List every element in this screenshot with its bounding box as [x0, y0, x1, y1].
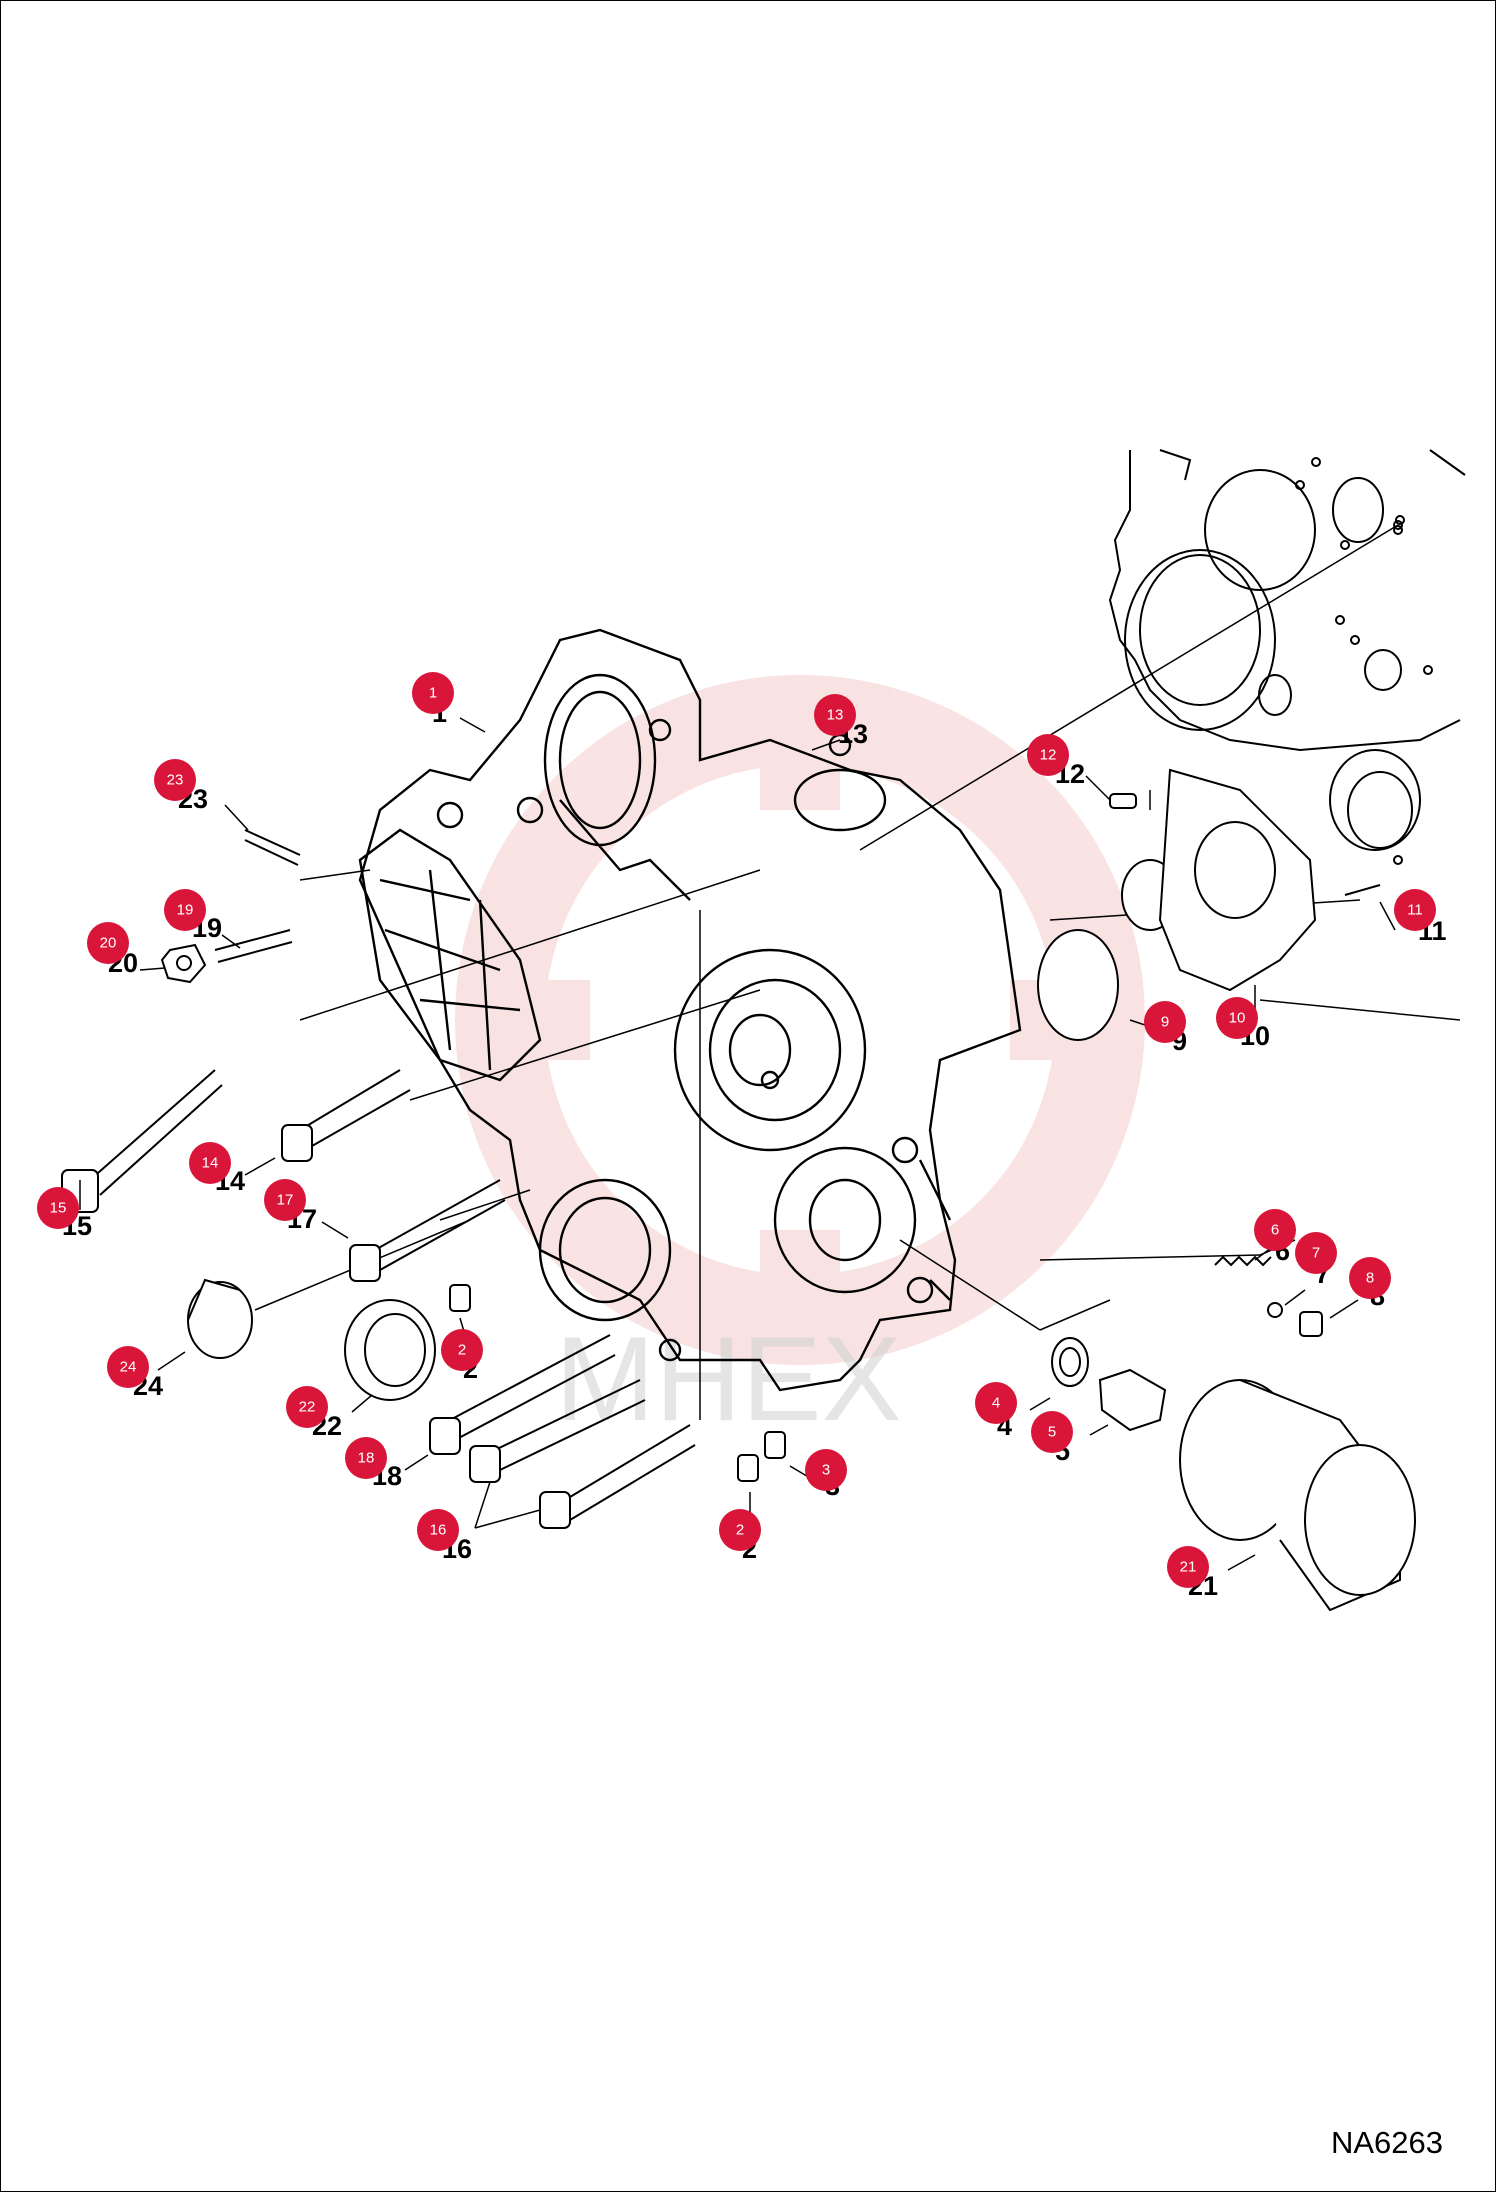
hotspot-8[interactable]: 8 — [1349, 1257, 1391, 1299]
svg-text:16: 16 — [430, 1522, 447, 1539]
watermark: MHEX — [555, 1312, 902, 1446]
svg-text:5: 5 — [1048, 1424, 1056, 1441]
hotspot-6[interactable]: 6 — [1254, 1209, 1296, 1251]
svg-text:10: 10 — [1229, 1010, 1246, 1027]
hotspot-4[interactable]: 4 — [975, 1382, 1017, 1424]
svg-text:8: 8 — [1366, 1270, 1374, 1287]
hotspot-22[interactable]: 22 — [286, 1386, 328, 1428]
svg-text:13: 13 — [827, 707, 844, 724]
hotspot-12[interactable]: 12 — [1027, 734, 1069, 776]
hotspot-7[interactable]: 7 — [1295, 1232, 1337, 1274]
svg-text:7: 7 — [1312, 1245, 1320, 1262]
svg-text:9: 9 — [1161, 1014, 1169, 1031]
svg-text:4: 4 — [992, 1395, 1000, 1412]
callout-ticks — [79, 717, 1396, 1571]
svg-text:17: 17 — [277, 1192, 294, 1209]
hotspot-2b[interactable]: 2 — [719, 1509, 761, 1551]
hotspot-24[interactable]: 24 — [107, 1346, 149, 1388]
hotspot-1[interactable]: 1 — [412, 672, 454, 714]
svg-text:3: 3 — [822, 1462, 830, 1479]
hotspot-18[interactable]: 18 — [345, 1437, 387, 1479]
background-logo — [455, 675, 1145, 1365]
hotspot-3[interactable]: 3 — [805, 1449, 847, 1491]
hotspot-10[interactable]: 10 — [1216, 997, 1258, 1039]
svg-text:23: 23 — [167, 772, 184, 789]
hotspot-13[interactable]: 13 — [814, 694, 856, 736]
hotspot-9[interactable]: 9 — [1144, 1001, 1186, 1043]
svg-text:18: 18 — [358, 1450, 375, 1467]
svg-text:12: 12 — [1040, 747, 1057, 764]
hotspot-15[interactable]: 15 — [37, 1187, 79, 1229]
hotspot-23[interactable]: 23 — [154, 759, 196, 801]
svg-text:24: 24 — [120, 1359, 137, 1376]
hotspot-14[interactable]: 14 — [189, 1142, 231, 1184]
engine-block-outline — [1108, 449, 1466, 865]
svg-text:20: 20 — [100, 935, 117, 952]
svg-text:1: 1 — [429, 685, 437, 702]
hotspot-21[interactable]: 21 — [1167, 1546, 1209, 1588]
svg-text:15: 15 — [50, 1200, 67, 1217]
svg-text:2: 2 — [458, 1342, 466, 1359]
hotspot-17[interactable]: 17 — [264, 1179, 306, 1221]
hotspot-11[interactable]: 11 — [1394, 889, 1436, 931]
hotspots[interactable]: 1 2 2 3 4 5 6 7 8 9 10 11 12 13 14 15 16… — [37, 672, 1436, 1588]
figure-reference-code: NA6263 — [1330, 2125, 1443, 2160]
hotspot-19[interactable]: 19 — [164, 889, 206, 931]
svg-text:11: 11 — [1407, 902, 1423, 919]
timing-cover — [358, 628, 1022, 1392]
hotspot-16[interactable]: 16 — [417, 1509, 459, 1551]
svg-text:6: 6 — [1271, 1222, 1279, 1239]
hotspot-20[interactable]: 20 — [87, 922, 129, 964]
hotspot-2a[interactable]: 2 — [441, 1329, 483, 1371]
svg-text:19: 19 — [177, 902, 194, 919]
part-bolts — [61, 768, 1416, 1612]
svg-text:21: 21 — [1180, 1559, 1197, 1576]
svg-text:14: 14 — [202, 1155, 219, 1172]
svg-text:2: 2 — [736, 1522, 744, 1539]
hotspot-5[interactable]: 5 — [1031, 1411, 1073, 1453]
svg-text:22: 22 — [299, 1399, 316, 1416]
